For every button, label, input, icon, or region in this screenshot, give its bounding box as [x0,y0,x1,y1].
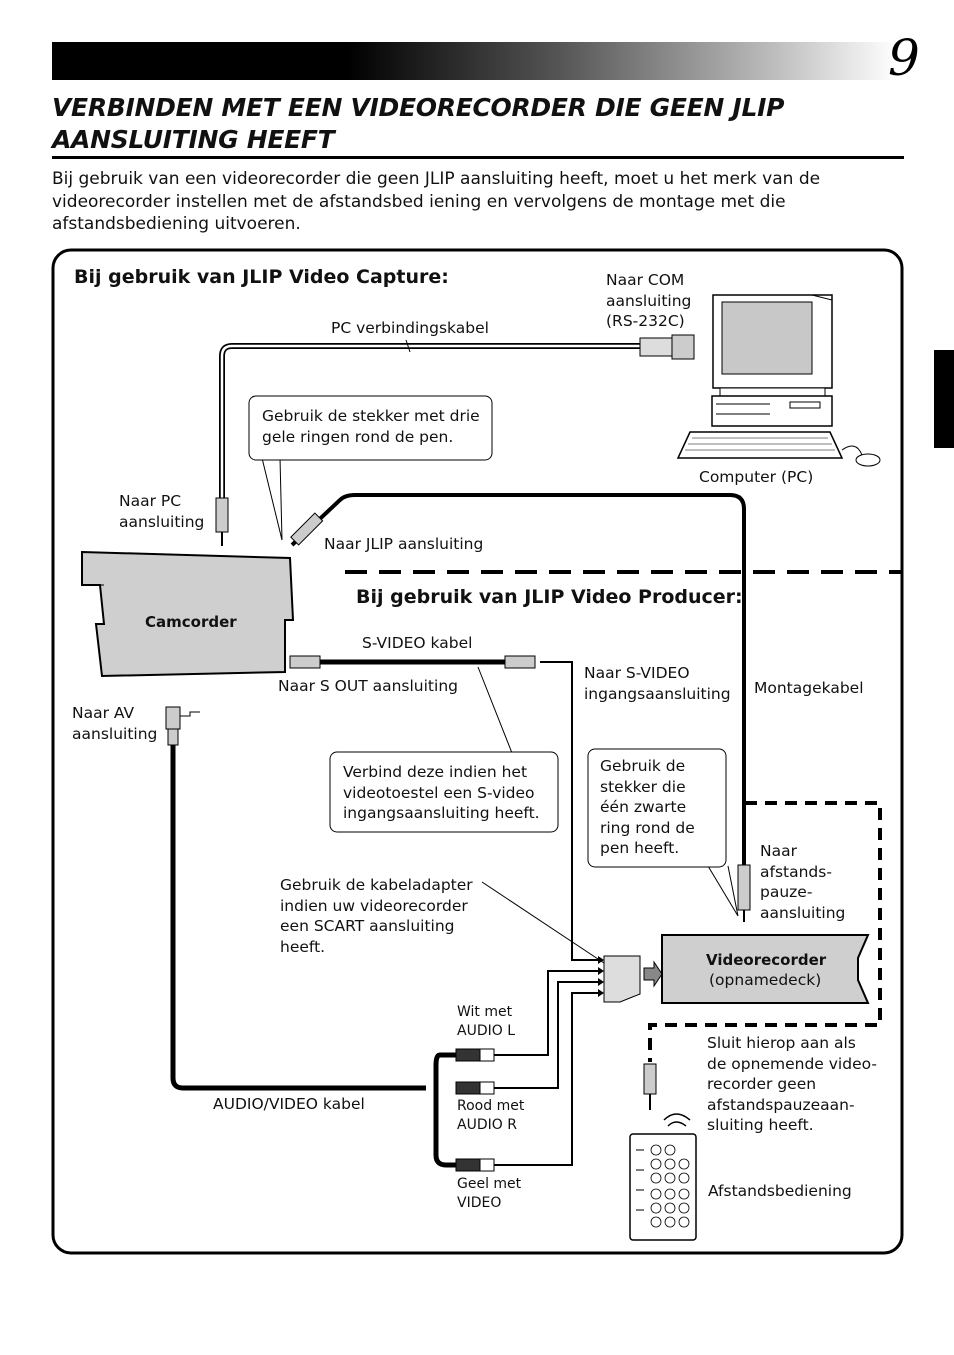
label-videorecorder: Videorecorder [706,951,827,969]
callout-zwarte-ring: Gebruik de stekker die één zwarte ring r… [600,757,695,857]
section-capture-heading: Bij gebruik van JLIP Video Capture: [74,266,449,288]
callout-box-drie [248,395,493,461]
remote-control-icon [629,1113,697,1241]
callout-box-zwart [587,748,727,868]
callout-drie-ringen: Gebruik de stekker met drie gele ringen … [262,407,480,446]
serial-plug [639,337,673,357]
scart-adapter [603,955,641,1003]
side-tab [934,350,954,448]
intro-paragraph: Bij gebruik van een videorecorder die ge… [52,169,821,234]
pause-plug [737,864,751,911]
label-computer: Computer (PC) [699,468,814,486]
label-pc-kabel: PC verbindingskabel [331,319,489,337]
label-svideo-kabel: S-VIDEO kabel [362,634,473,652]
page-title: VERBINDEN MET EEN VIDEORECORDER DIE GEEN… [52,93,785,154]
diagram-frame [51,248,904,1255]
jlip-plug-camera [290,512,324,546]
rca-plugs [455,1048,495,1172]
label-montagekabel: Montagekabel [754,679,864,697]
page-number: 9 [888,29,920,87]
label-naar-s-out: Naar S OUT aansluiting [278,677,458,695]
header-bar [52,42,897,80]
label-naar-svideo-in: Naar S-VIDEO ingangsaansluiting [584,664,731,703]
label-camcorder: Camcorder [145,613,237,631]
title-rule [52,156,904,159]
label-kabeladapter: Gebruik de kabeladapter indien uw videor… [280,876,473,956]
label-naar-com: Naar COM aansluiting (RS-232C) [606,271,692,330]
label-sluit-hierop: Sluit hierop aan als de opnemende video-… [707,1034,877,1134]
vcr-icon [661,934,870,1004]
label-naar-av: Naar AV aansluiting [72,704,158,743]
camcorder-icon [81,550,295,678]
label-wit-audio-l: Wit met AUDIO L [457,1004,516,1039]
computer-icon [676,294,881,467]
callout-svideo: Verbind deze indien het videotoestel een… [343,763,540,822]
label-naar-pc: Naar PC aansluiting [119,492,205,531]
av-plug [165,706,181,730]
label-opnamedeck: (opnamedeck) [709,971,822,989]
jlip-plug-pc [215,497,229,533]
label-naar-pauze: Naar afstands- pauze- aansluiting [760,842,846,922]
svideo-plug-left [289,655,321,669]
callout-box-svideo [329,751,559,833]
svideo-plug-right [504,655,536,669]
label-afstandsbediening: Afstandsbediening [708,1182,852,1200]
label-av-kabel: AUDIO/VIDEO kabel [213,1095,365,1113]
label-naar-jlip: Naar JLIP aansluiting [324,535,484,553]
label-rood-audio-r: Rood met AUDIO R [457,1098,525,1133]
section-producer-heading: Bij gebruik van JLIP Video Producer: [356,586,743,608]
label-geel-video: Geel met VIDEO [457,1176,522,1211]
